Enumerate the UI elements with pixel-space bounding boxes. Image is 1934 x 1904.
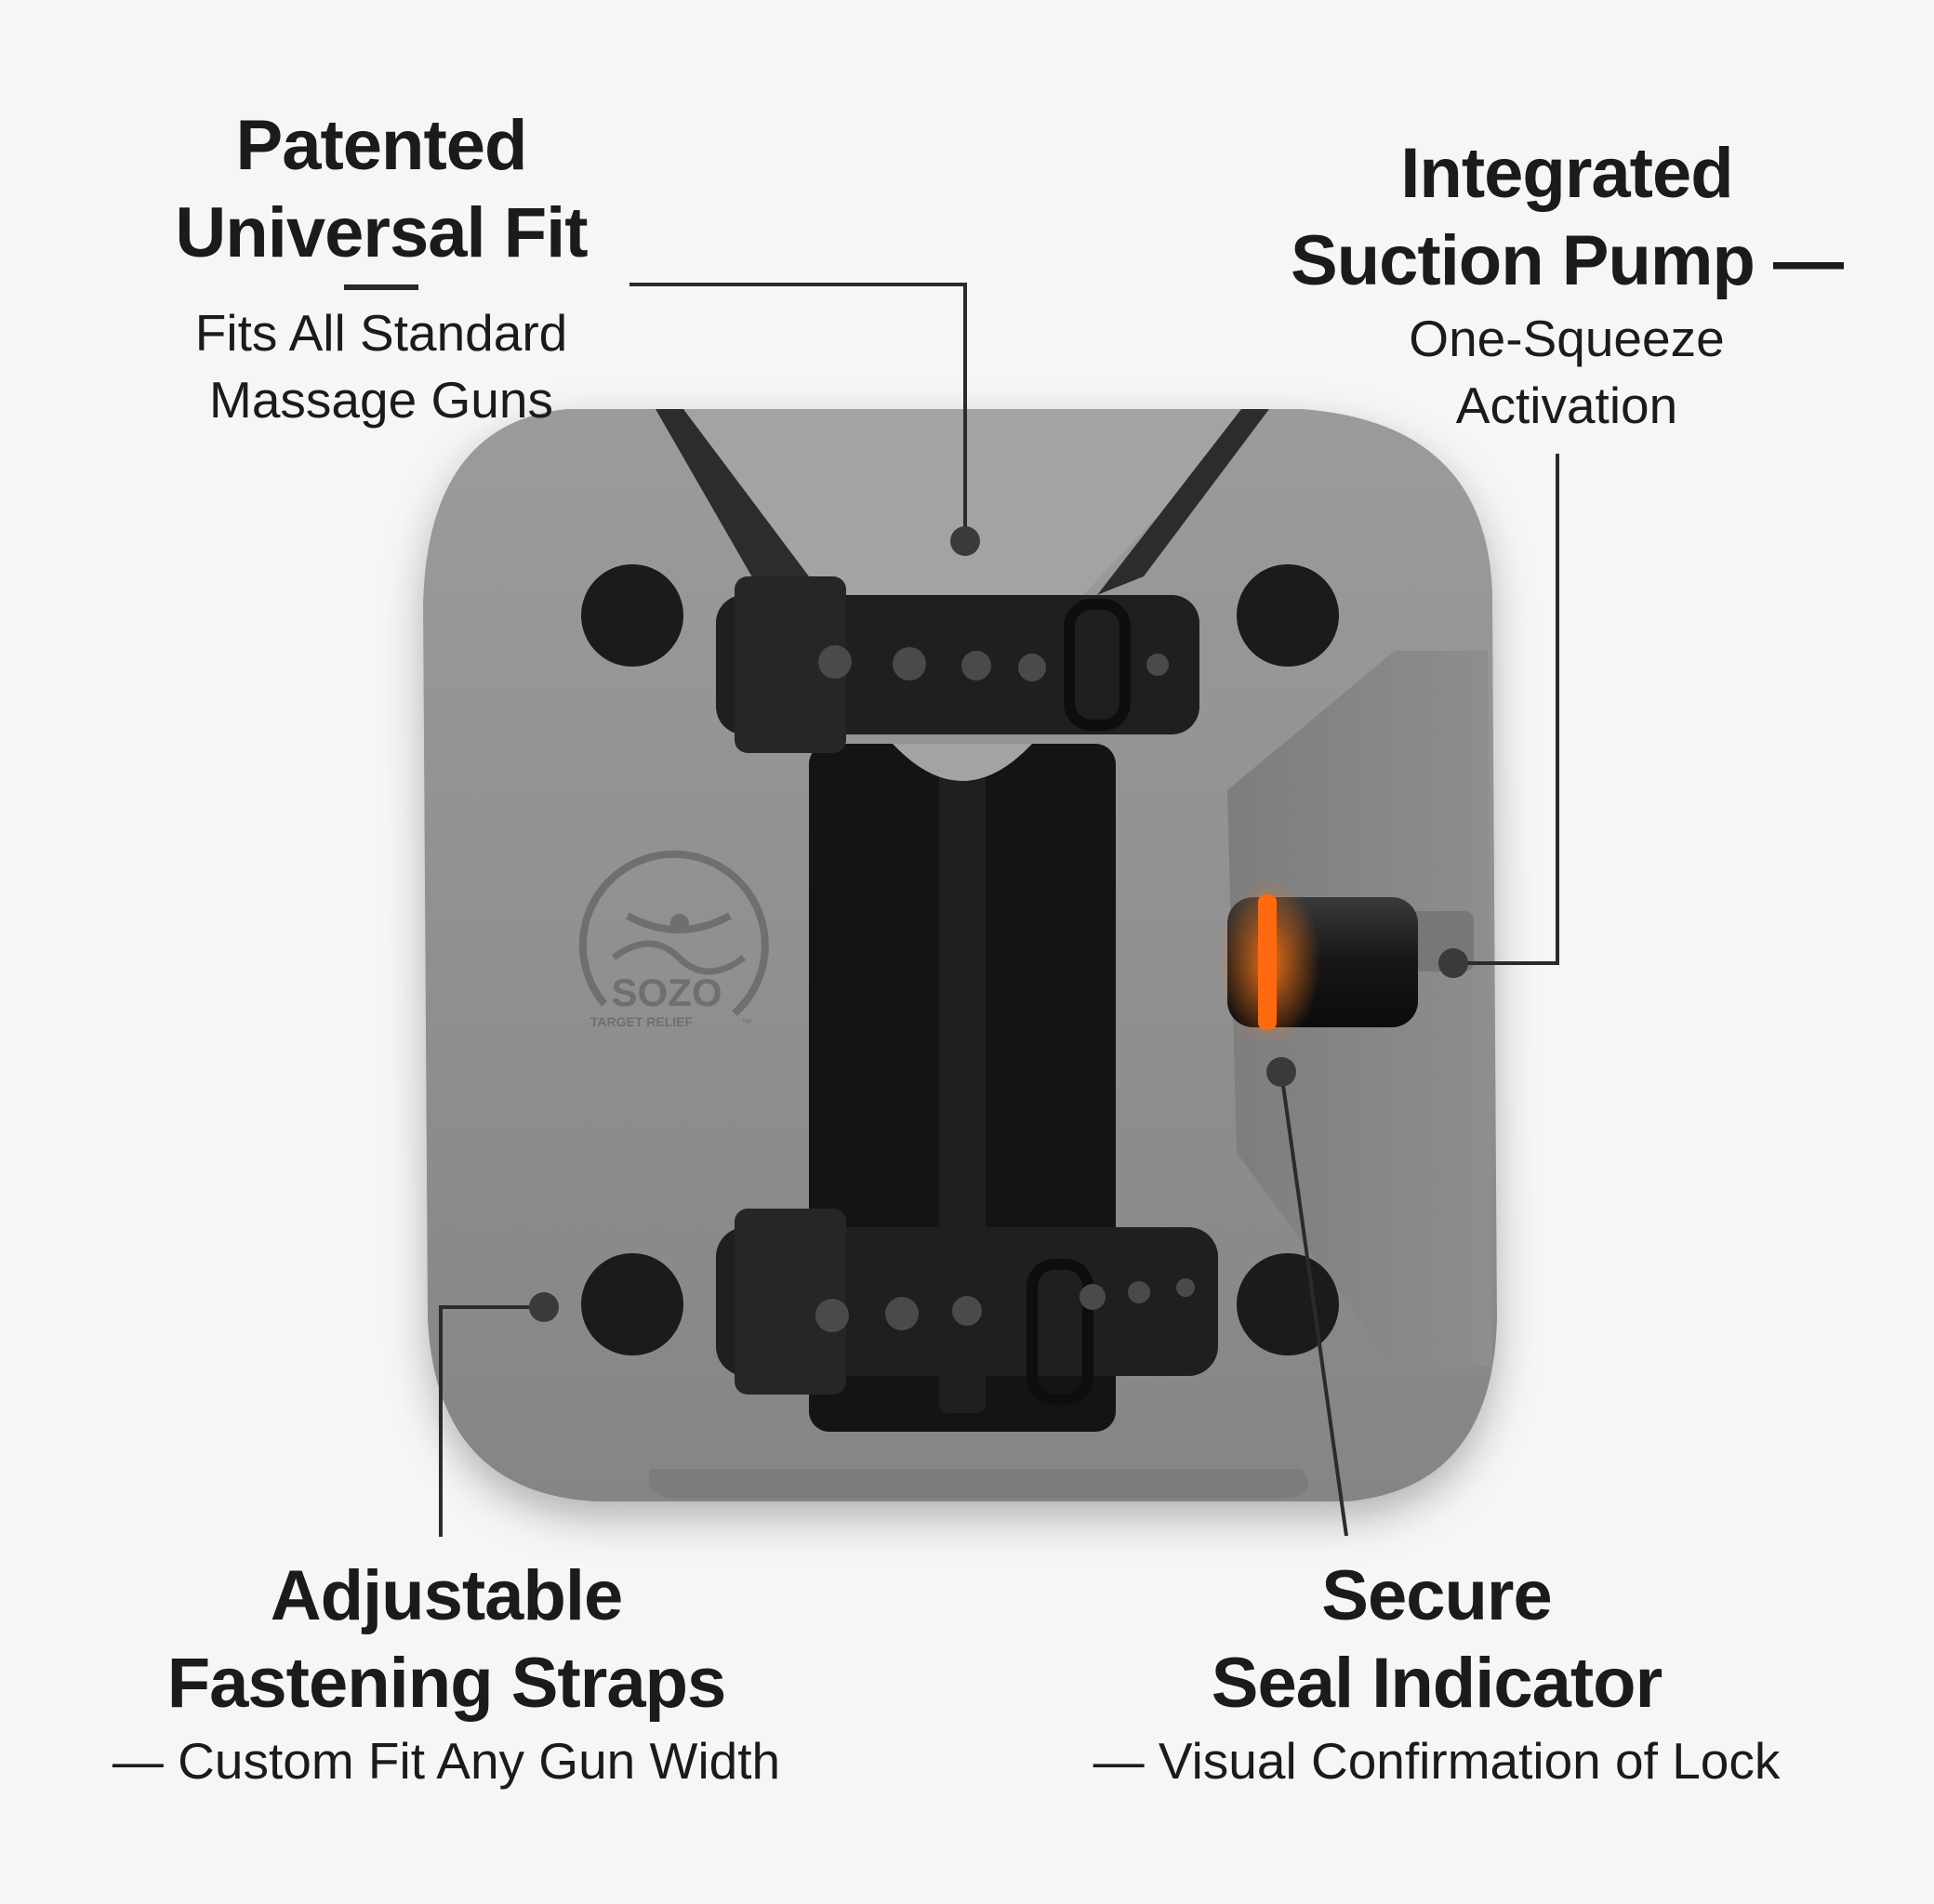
- logo-tagline: TARGET RELIEF: [590, 1014, 694, 1029]
- mount-hole-bottom-left: [581, 1253, 683, 1355]
- callout-straps-sub-1: — Custom Fit Any Gun Width: [112, 1732, 781, 1790]
- mount-hole-bottom-right: [1237, 1253, 1339, 1355]
- leader-dot-universal-fit: [950, 526, 980, 556]
- leader-seal-indicator: [1279, 1071, 1348, 1537]
- top-plate: [656, 409, 1269, 595]
- callout-dash: [344, 284, 418, 290]
- sozo-logo: [578, 850, 769, 1016]
- leader-universal-fit: [629, 283, 967, 541]
- leader-dot-suction-pump: [1438, 948, 1468, 978]
- leader-dot-straps: [529, 1292, 559, 1322]
- callout-universal-fit: Patented Universal Fit Fits All Standard…: [149, 102, 614, 433]
- logo-tm: ™: [741, 1016, 752, 1029]
- mount-hole-top-left: [581, 564, 683, 667]
- logo-brand: SOZO: [611, 971, 722, 1014]
- callout-seal-indicator-title-1: Secure: [1321, 1556, 1553, 1635]
- mount-hole-top-right: [1237, 564, 1339, 667]
- callout-suction-pump-sub-1: One-Squeeze: [1409, 310, 1725, 367]
- callout-suction-pump-sub-2: Activation: [1455, 377, 1678, 434]
- leader-lines: [439, 283, 1559, 1537]
- callout-universal-fit-title-1: Patented: [235, 106, 528, 185]
- callout-universal-fit-title-2: Universal Fit: [175, 193, 588, 272]
- callout-suction-pump: Integrated Suction Pump — One-Squeeze Ac…: [1265, 130, 1869, 439]
- leader-dot-seal-indicator: [1266, 1057, 1296, 1087]
- grip-arm-right: [1097, 409, 1269, 595]
- strap-top: [716, 576, 1199, 753]
- callout-seal-indicator-title-2: Seal Indicator: [1211, 1644, 1662, 1723]
- callout-straps-title-2: Fastening Straps: [166, 1644, 727, 1723]
- strap-bottom: [716, 1209, 1218, 1405]
- callout-straps: Adjustable Fastening Straps — Custom Fit…: [74, 1553, 818, 1794]
- seal-indicator-ring: [1258, 894, 1277, 1030]
- callout-straps-title-1: Adjustable: [270, 1556, 624, 1635]
- callout-suction-pump-title-2: Suction Pump —: [1291, 221, 1844, 300]
- callout-universal-fit-sub-1: Fits All Standard: [194, 304, 568, 362]
- callout-universal-fit-sub-2: Massage Guns: [209, 371, 553, 429]
- callout-seal-indicator: Secure Seal Indicator — Visual Confirmat…: [1041, 1553, 1832, 1794]
- callout-seal-indicator-sub-1: — Visual Confirmation of Lock: [1093, 1732, 1781, 1790]
- leader-suction-pump: [1453, 454, 1559, 965]
- bottom-lip: [648, 1469, 1308, 1499]
- leader-straps-path: [439, 1305, 544, 1537]
- grip-arm-left: [656, 409, 809, 595]
- callout-suction-pump-title-1: Integrated: [1400, 134, 1733, 213]
